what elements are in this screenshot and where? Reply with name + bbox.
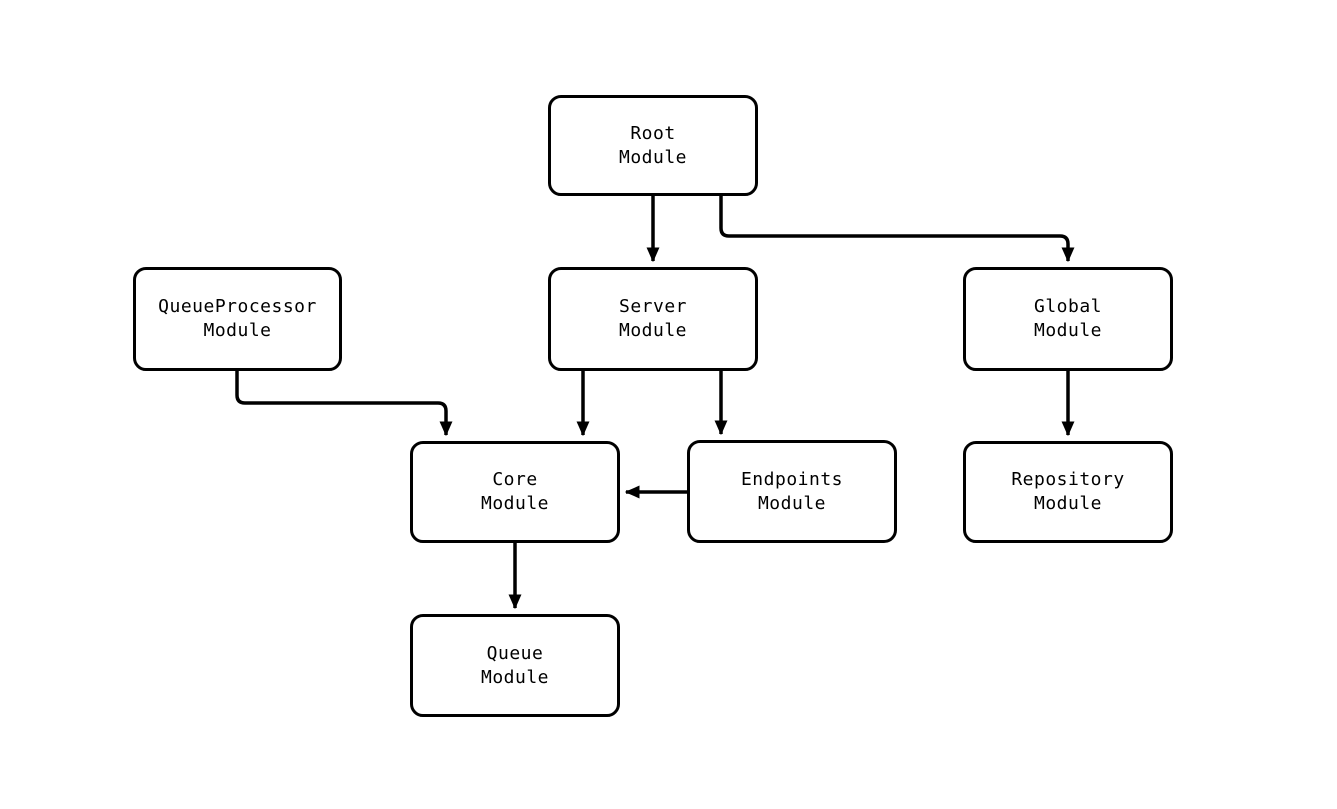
node-server-module[interactable]: Server Module <box>548 267 758 371</box>
node-queue-module-label: Queue Module <box>480 642 550 688</box>
edge-root-to-global <box>719 196 1075 263</box>
node-core-module-label: Core Module <box>480 469 550 514</box>
node-queueprocessor-module[interactable]: QueueProcessor Module <box>133 267 342 371</box>
node-core-module[interactable]: Core Module <box>410 441 620 543</box>
node-server-module-label: Server Module <box>618 296 688 341</box>
node-global-module[interactable]: Global Module <box>963 267 1173 371</box>
node-endpoints-module[interactable]: Endpoints Module <box>687 440 897 543</box>
node-endpoints-module-label: Endpoints Module <box>740 468 844 514</box>
node-queueprocessor-module-label: QueueProcessor Module <box>158 296 317 341</box>
node-root-module[interactable]: Root Module <box>548 95 758 196</box>
node-repository-module[interactable]: Repository Module <box>963 441 1173 543</box>
edge-queueprocessor-to-core <box>235 371 453 437</box>
node-root-module-label: Root Module <box>618 122 688 168</box>
node-global-module-label: Global Module <box>1033 296 1103 341</box>
node-queue-module[interactable]: Queue Module <box>410 614 620 717</box>
node-repository-module-label: Repository Module <box>1011 469 1125 514</box>
